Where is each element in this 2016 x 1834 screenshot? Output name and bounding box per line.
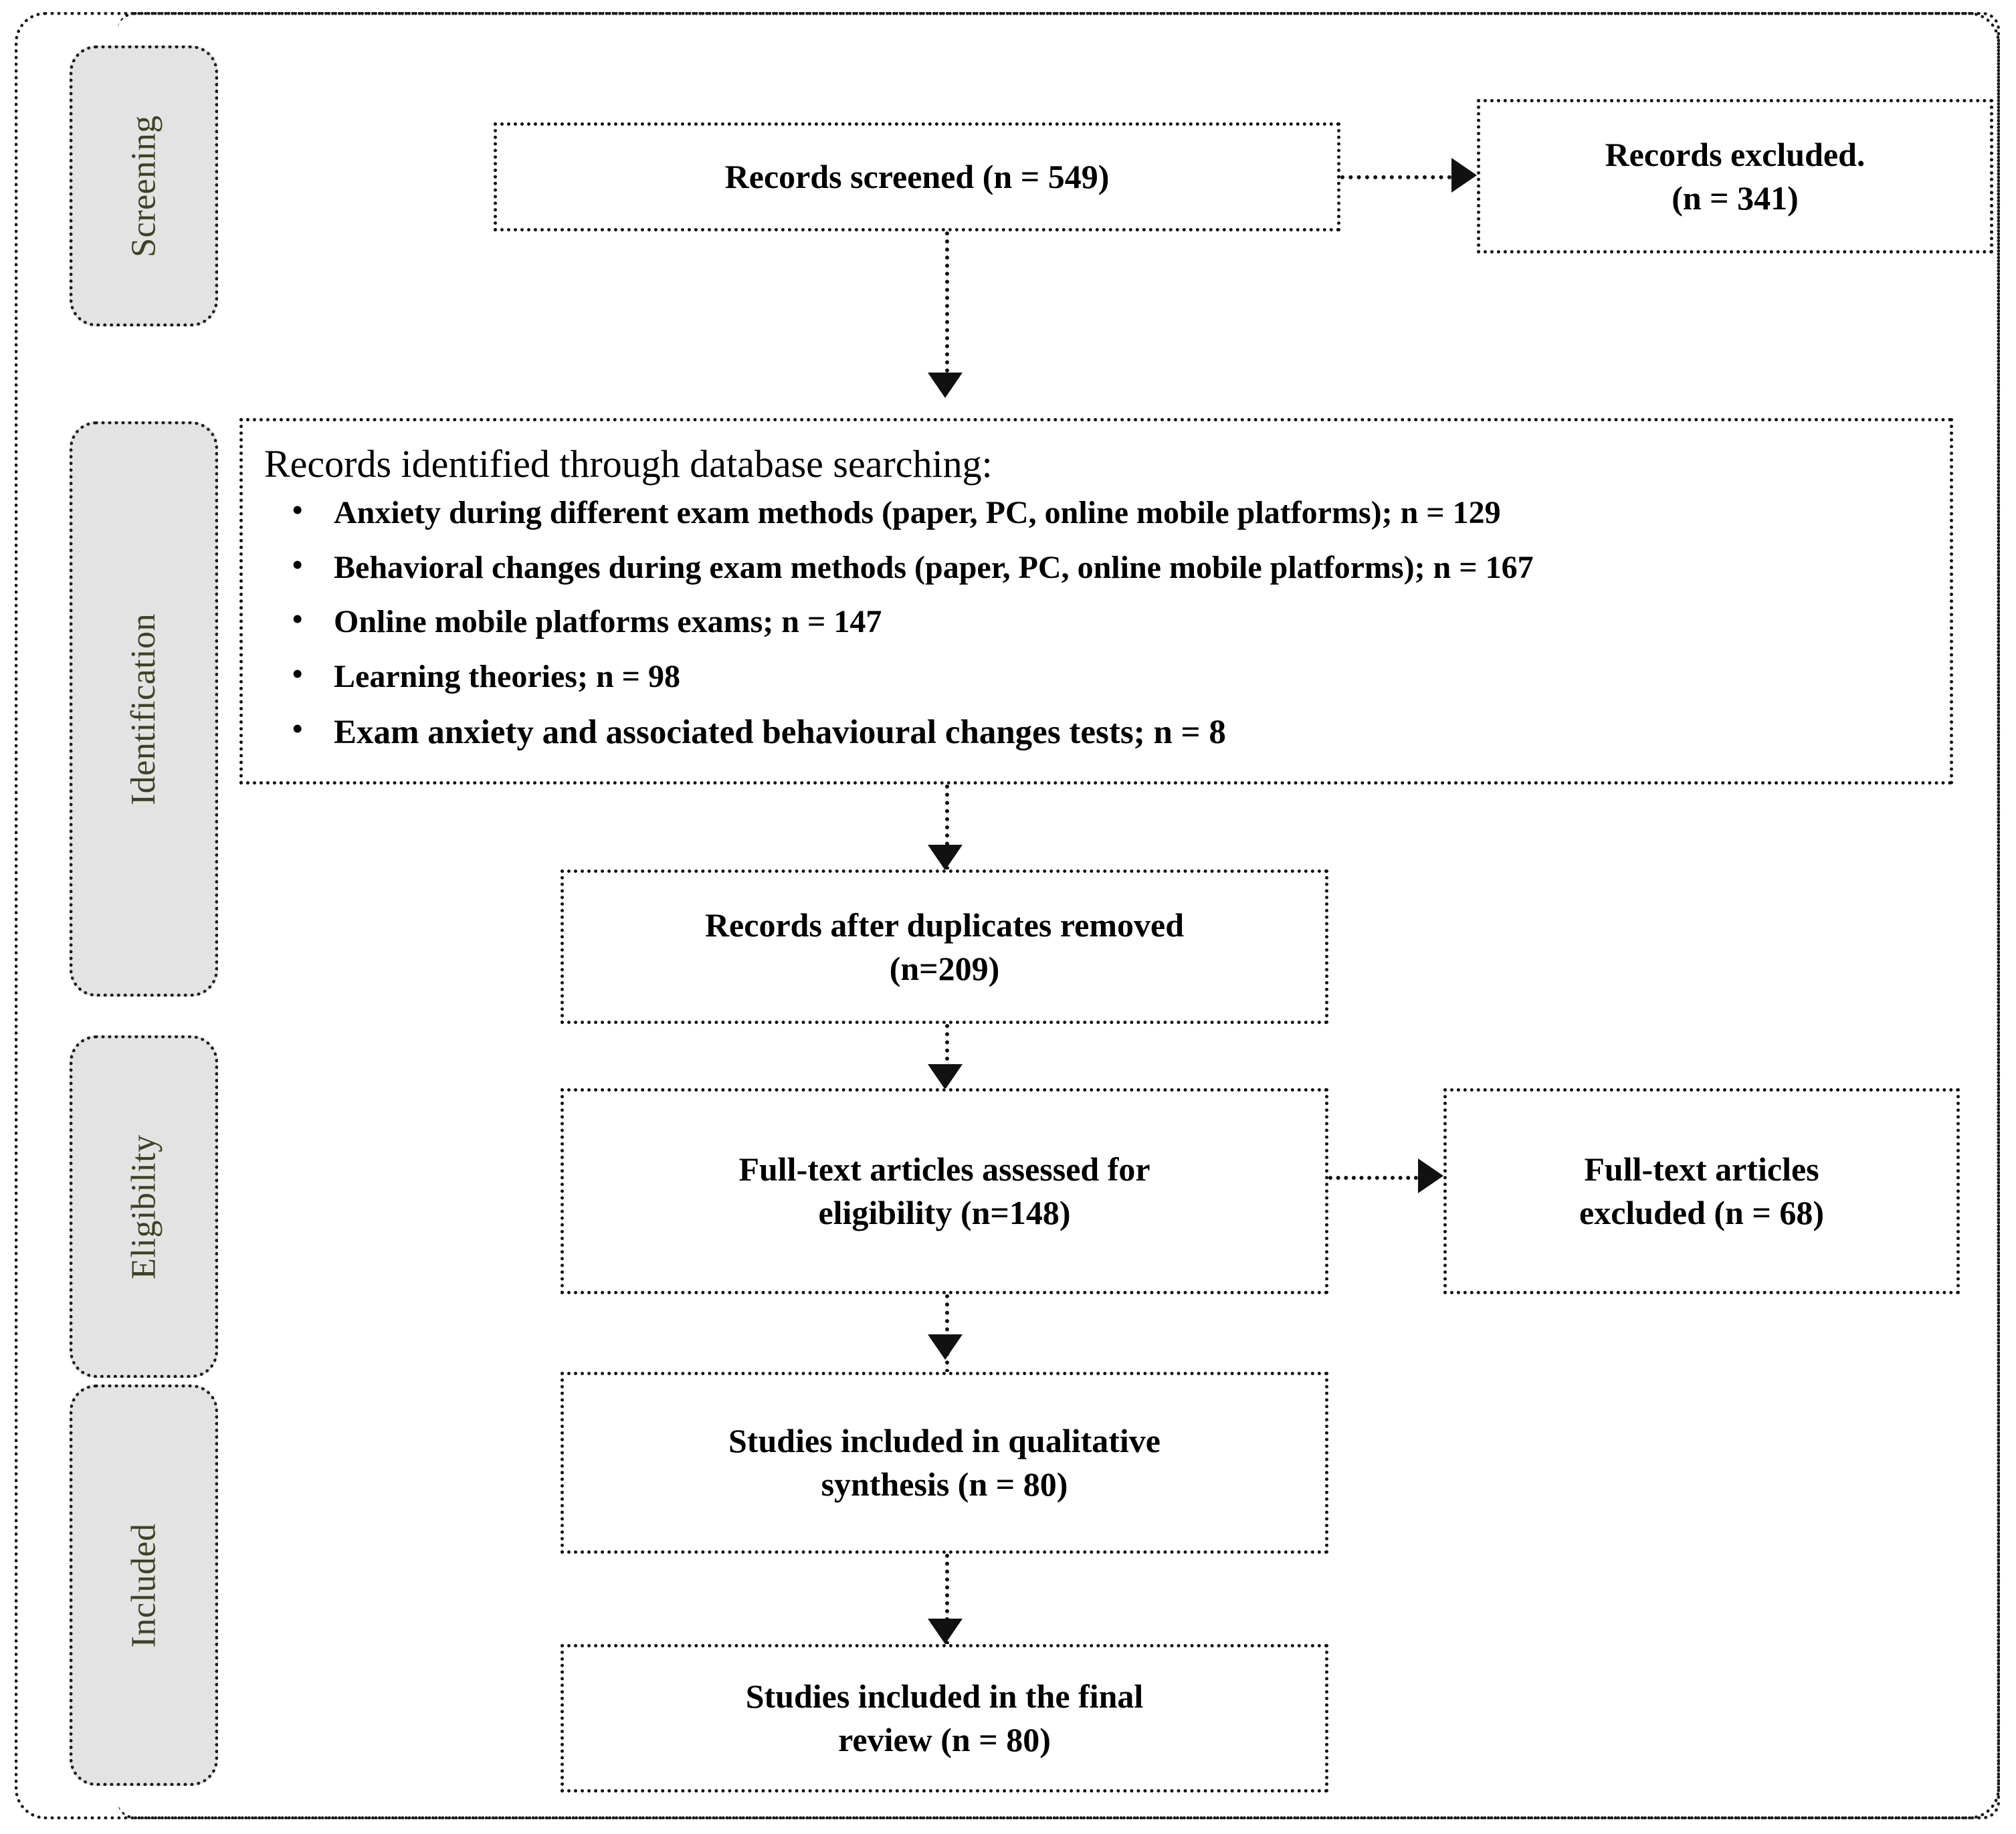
box-duplicates-removed: Records after duplicates removed (n=209)	[561, 870, 1328, 1024]
box-fulltext-excluded-line-1: Full-text articles	[1584, 1150, 1819, 1188]
stage-label-eligibility-text: Eligibility	[124, 1134, 163, 1280]
connector-screened-to-identified	[945, 231, 949, 373]
box-fulltext-excluded: Full-text articles excluded (n = 68)	[1443, 1088, 1960, 1294]
connector-qualitative-to-final	[945, 1554, 949, 1661]
stage-label-included-text: Included	[124, 1523, 163, 1647]
connector-fulltext-to-excluded-arrowhead	[1418, 1158, 1443, 1193]
list-item: Exam anxiety and associated behavioural …	[262, 712, 1931, 752]
box-records-excluded-line-2: (n = 341)	[1672, 179, 1799, 217]
stage-label-identification: Identification	[70, 421, 218, 997]
box-final-review: Studies included in the final review (n …	[561, 1644, 1328, 1793]
box-duplicates-removed-line-1: Records after duplicates removed	[704, 906, 1185, 944]
box-qualitative-synthesis-line-2: synthesis (n = 80)	[821, 1465, 1068, 1503]
box-records-identified-heading: Records identified through database sear…	[264, 442, 993, 486]
stage-label-screening: Screening	[70, 45, 218, 326]
box-records-identified-list: Anxiety during different exam methods (p…	[262, 494, 1931, 754]
connector-identified-to-duplicates	[945, 785, 949, 870]
stage-label-identification-text: Identification	[124, 613, 163, 805]
box-fulltext-assessed-line-1: Full-text articles assessed for	[738, 1150, 1150, 1188]
box-qualitative-synthesis: Studies included in qualitative synthesi…	[561, 1372, 1328, 1554]
stage-label-eligibility: Eligibility	[70, 1035, 218, 1378]
box-fulltext-assessed: Full-text articles assessed for eligibil…	[561, 1088, 1328, 1294]
box-qualitative-synthesis-line-1: Studies included in qualitative	[728, 1422, 1161, 1459]
list-item: Learning theories; n = 98	[262, 657, 1931, 695]
box-records-identified: Records identified through database sear…	[239, 418, 1953, 785]
connector-screened-to-excluded	[1340, 175, 1451, 179]
stage-label-screening-text: Screening	[124, 114, 163, 258]
box-duplicates-removed-line-2: (n=209)	[889, 949, 1000, 987]
connector-screened-to-identified-arrowhead	[928, 373, 963, 398]
box-fulltext-assessed-line-2: eligibility (n=148)	[818, 1194, 1071, 1231]
connector-fulltext-to-qualitative-arrowhead	[928, 1334, 963, 1360]
list-item: Online mobile platforms exams; n = 147	[262, 603, 1931, 640]
box-final-review-line-2: review (n = 80)	[838, 1721, 1051, 1758]
box-records-screened-line-1: Records screened (n = 549)	[724, 158, 1110, 195]
diagram-inner-frame	[118, 12, 2000, 1819]
connector-fulltext-to-excluded	[1328, 1176, 1418, 1180]
box-records-excluded: Records excluded. (n = 341)	[1477, 99, 1993, 253]
box-records-screened: Records screened (n = 549)	[494, 122, 1340, 231]
connector-duplicates-to-fulltext-arrowhead	[928, 1064, 963, 1090]
box-records-excluded-line-1: Records excluded.	[1605, 135, 1866, 173]
stage-label-included: Included	[70, 1385, 218, 1786]
connector-screened-to-excluded-arrowhead	[1451, 158, 1477, 193]
box-fulltext-excluded-line-2: excluded (n = 68)	[1579, 1194, 1824, 1231]
box-final-review-line-1: Studies included in the final	[745, 1677, 1144, 1715]
connector-qualitative-to-final-arrowhead	[928, 1619, 963, 1644]
list-item: Anxiety during different exam methods (p…	[262, 494, 1931, 531]
list-item: Behavioral changes during exam methods (…	[262, 548, 1931, 586]
connector-identified-to-duplicates-arrowhead	[928, 845, 963, 870]
